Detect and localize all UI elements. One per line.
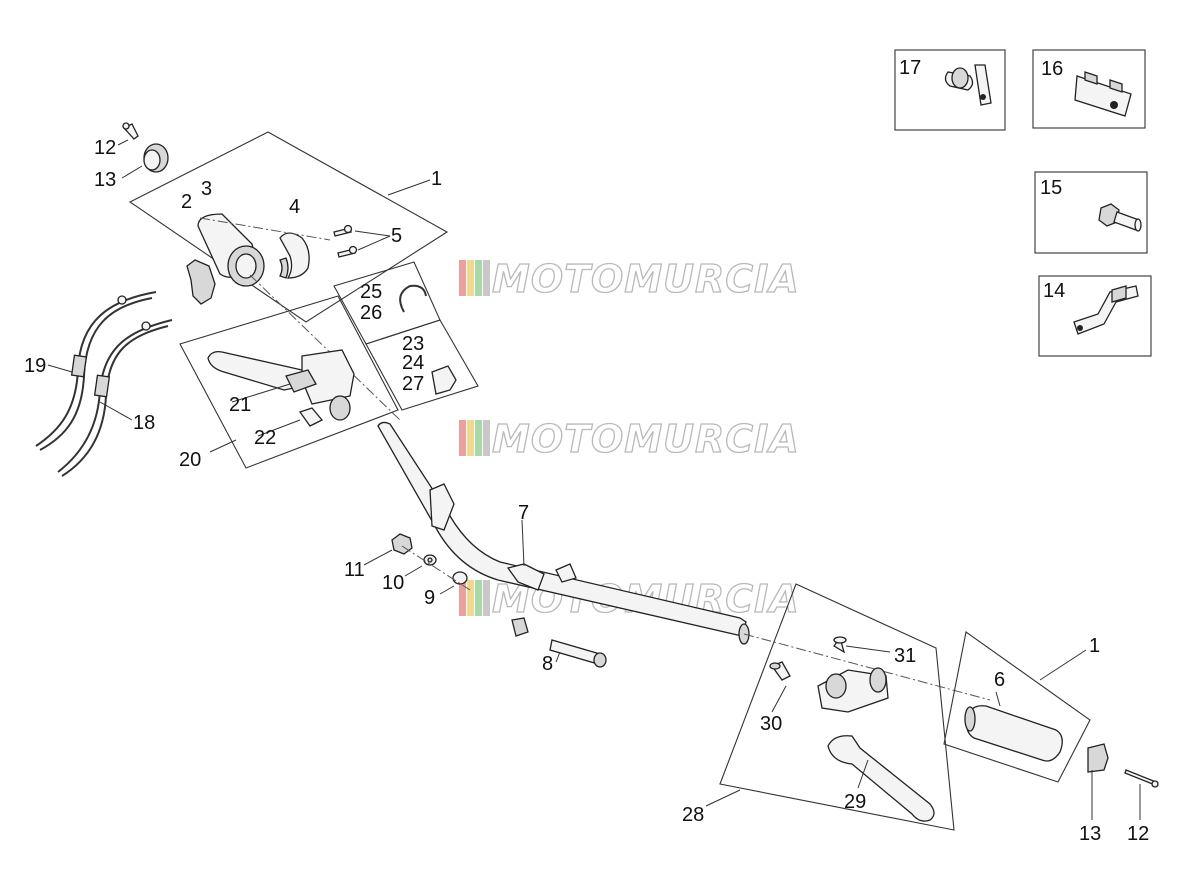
label-26: 26	[360, 302, 382, 324]
label-15: 15	[1040, 177, 1062, 199]
label-2: 2	[181, 191, 192, 213]
label-27: 27	[402, 373, 424, 395]
label-21: 21	[229, 394, 251, 416]
watermark-top: MOTOMURCIA	[459, 256, 800, 302]
label-8: 8	[542, 653, 553, 675]
label-12-bottom: 12	[1127, 823, 1149, 845]
part-labels: 17 16 15 14 12 13 1 2 3 4 5 25 26 23 24 …	[24, 57, 1149, 845]
label-13-bottom: 13	[1079, 823, 1101, 845]
handlebar	[377, 421, 991, 701]
label-4: 4	[289, 196, 300, 218]
label-24: 24	[402, 352, 424, 374]
label-13-top: 13	[94, 169, 116, 191]
watermark-middle: MOTOMURCIA	[459, 416, 800, 462]
label-28: 28	[682, 804, 704, 826]
label-16: 16	[1041, 58, 1063, 80]
label-11: 11	[344, 559, 365, 581]
box-part-14	[1038, 275, 1152, 357]
label-20: 20	[179, 449, 201, 471]
box-part-15	[1034, 171, 1148, 254]
label-23: 23	[402, 333, 424, 355]
cables	[35, 291, 173, 477]
label-29: 29	[844, 791, 866, 813]
label-14: 14	[1043, 280, 1065, 302]
clutch-lever-group	[705, 583, 955, 831]
label-10: 10	[382, 572, 404, 594]
label-3: 3	[201, 178, 212, 200]
watermark-text: MOTOMURCIA	[492, 417, 800, 461]
box-part-17	[894, 49, 1006, 131]
label-19: 19	[24, 355, 46, 377]
mount-hardware	[363, 533, 607, 668]
label-7: 7	[518, 502, 529, 524]
label-18: 18	[133, 412, 155, 434]
label-9: 9	[424, 587, 435, 609]
label-6: 6	[994, 669, 1005, 691]
label-1-top: 1	[431, 168, 442, 190]
label-22: 22	[254, 427, 276, 449]
right-grip-group	[943, 631, 1159, 820]
label-1-bottom: 1	[1089, 635, 1100, 657]
throttle-group	[117, 122, 449, 421]
label-30: 30	[760, 713, 782, 735]
master-cylinder-group	[179, 261, 479, 469]
watermark-text: MOTOMURCIA	[492, 257, 800, 301]
label-12-top: 12	[94, 137, 116, 159]
label-25: 25	[360, 281, 382, 303]
box-part-16	[1032, 49, 1146, 129]
label-31: 31	[894, 645, 916, 667]
label-5: 5	[391, 225, 402, 247]
label-17: 17	[899, 57, 921, 79]
